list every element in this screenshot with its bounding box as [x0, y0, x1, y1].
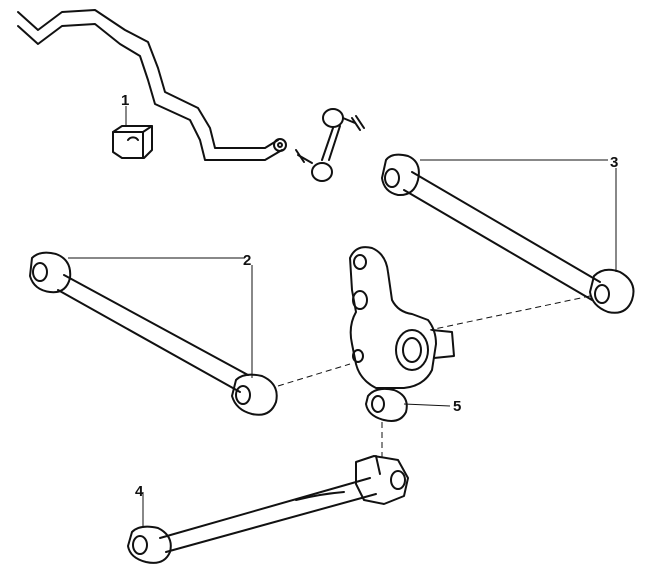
- stabilizer-bar: [17, 9, 287, 161]
- leader-line-2: [68, 257, 253, 378]
- callout-4: 4: [135, 483, 144, 500]
- trailing-arm-part-4: [127, 455, 409, 564]
- lower-control-arm-part-2: [29, 251, 278, 416]
- assembly-line-upper: [429, 295, 591, 331]
- stabilizer-bushing-part-1: [112, 125, 153, 159]
- callout-3: 3: [610, 154, 619, 171]
- upper-control-arm-part-3: [381, 153, 635, 314]
- leader-line-3: [420, 159, 617, 272]
- stabilizer-link: [295, 108, 365, 182]
- callout-2: 2: [243, 252, 252, 269]
- assembly-line-lower: [277, 363, 351, 387]
- callout-1: 1: [121, 92, 130, 109]
- steering-knuckle: [349, 246, 455, 389]
- knuckle-bushing-part-5: [365, 387, 408, 422]
- callout-5: 5: [453, 398, 462, 415]
- leader-line-5: [403, 403, 451, 407]
